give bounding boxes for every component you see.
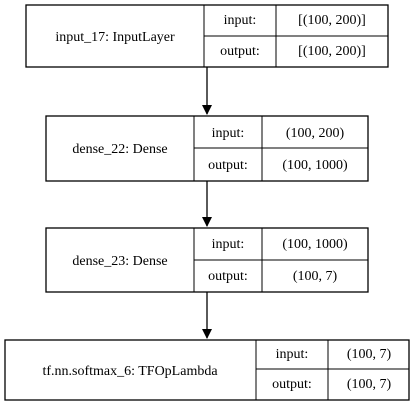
node-softmax-6: tf.nn.softmax_6: TFOpLambda input: outpu… [4,339,410,401]
output-shape: (100, 7) [347,377,392,392]
output-key: output: [208,269,248,284]
output-key: output: [208,158,248,173]
input-key: input: [212,126,245,141]
node-title: dense_22: Dense [72,142,167,157]
output-shape: (100, 7) [293,269,338,284]
output-key: output: [272,377,312,392]
input-key: input: [212,237,245,252]
output-shape: [(100, 200)] [298,44,366,59]
input-key: input: [224,13,257,28]
input-shape: (100, 200) [286,126,345,141]
input-shape: (100, 1000) [282,237,348,252]
node-title: tf.nn.softmax_6: TFOpLambda [42,364,218,379]
input-shape: [(100, 200)] [298,13,366,28]
node-title: dense_23: Dense [72,254,167,269]
input-shape: (100, 7) [347,347,392,362]
output-shape: (100, 1000) [282,158,348,173]
output-key: output: [220,44,260,59]
node-dense-22: dense_22: Dense input: output: (100, 200… [45,115,369,182]
node-dense-23: dense_23: Dense input: output: (100, 100… [45,227,369,293]
input-key: input: [276,347,309,362]
node-input-17: input_17: InputLayer input: output: [(10… [25,4,389,68]
node-title: input_17: InputLayer [55,30,175,45]
